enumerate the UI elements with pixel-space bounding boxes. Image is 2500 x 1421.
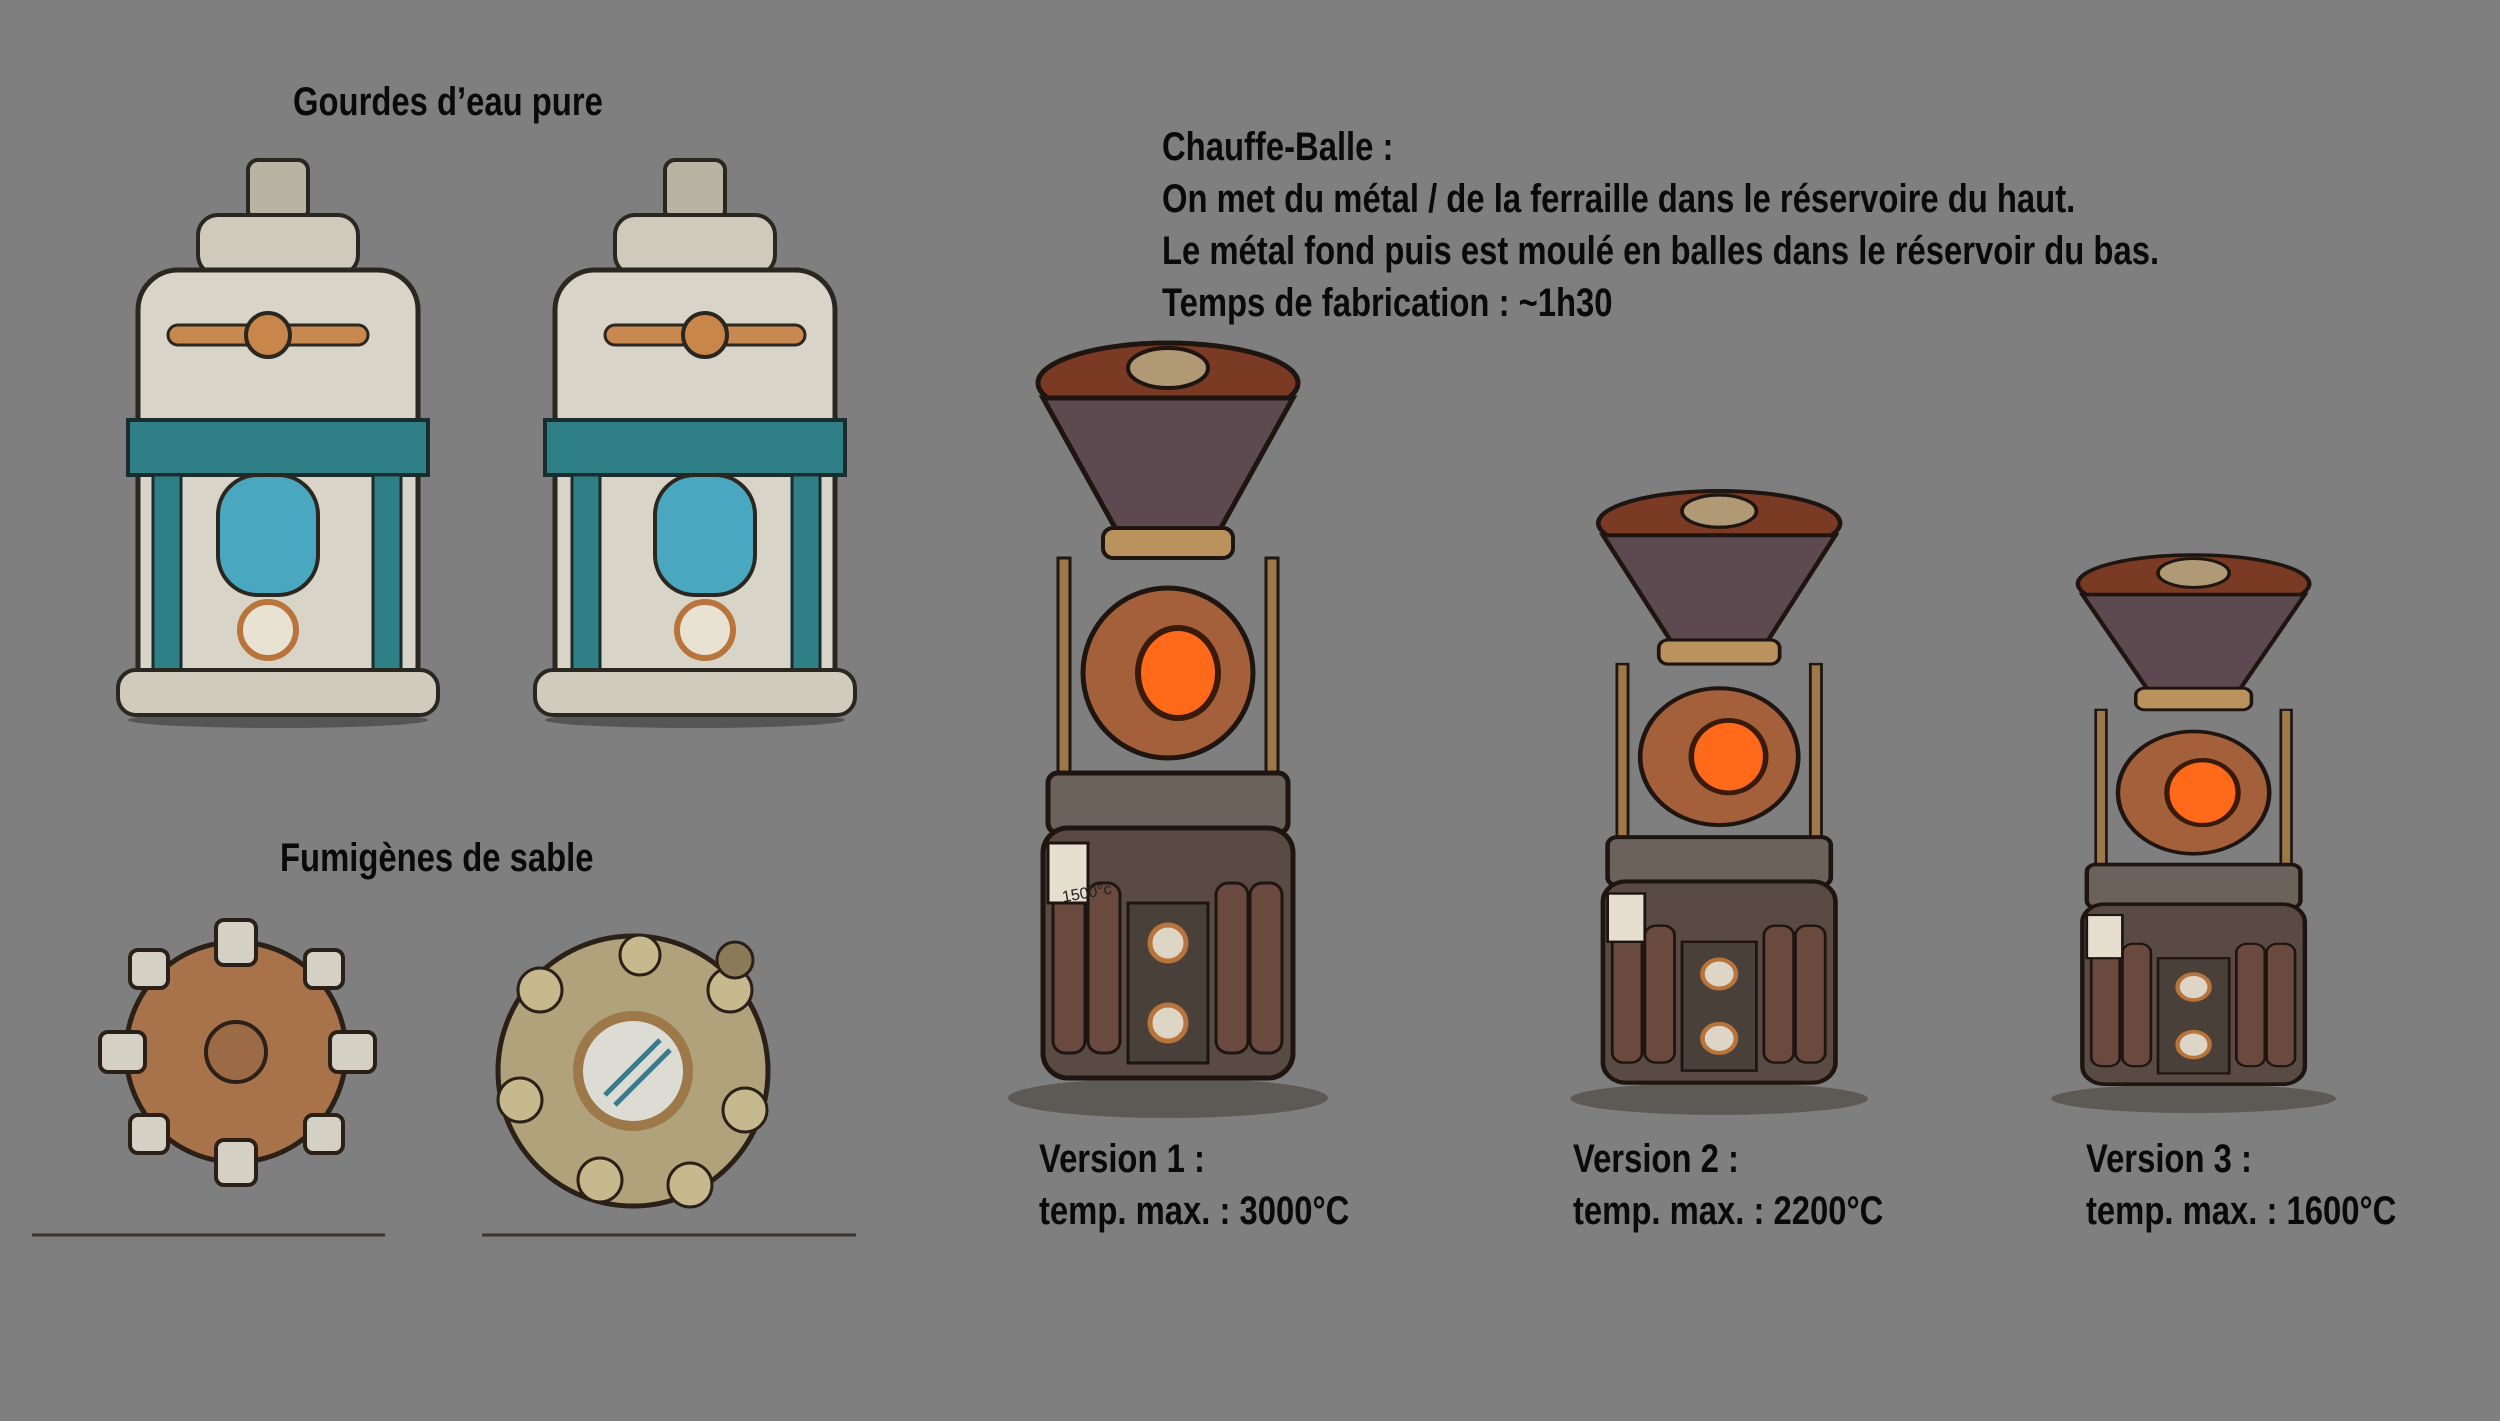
- chauffe-balle-version-2: [1570, 491, 1868, 1115]
- description-line: On met du métal / de la ferraille dans l…: [1162, 177, 2076, 221]
- chauffe-balle-description: Chauffe-Balle : On met du métal / de la …: [1162, 121, 2159, 329]
- version-temp: temp. max. : 3000°C: [1039, 1189, 1350, 1233]
- chauffe-balle-version-1: [1008, 343, 1328, 1118]
- version-temp: temp. max. : 1600°C: [2086, 1189, 2397, 1233]
- version-3-caption: Version 3 : temp. max. : 1600°C: [2086, 1133, 2396, 1237]
- chauffe-balle-version-3: [2051, 555, 2336, 1113]
- version-label: Version 1 :: [1039, 1137, 1205, 1181]
- version-label: Version 2 :: [1573, 1137, 1739, 1181]
- version-temp: temp. max. : 2200°C: [1573, 1189, 1884, 1233]
- sand-smoke-grenade-1: [32, 918, 385, 1237]
- description-line: Temps de fabrication : ~1h30: [1162, 281, 1613, 325]
- water-gourd-front: [118, 160, 438, 728]
- sand-smoke-grenade-2: [482, 933, 856, 1237]
- version-2-caption: Version 2 : temp. max. : 2200°C: [1573, 1133, 1883, 1237]
- version-label: Version 3 :: [2086, 1137, 2252, 1181]
- version-1-caption: Version 1 : temp. max. : 3000°C: [1039, 1133, 1349, 1237]
- gourdes-title: Gourdes d’eau pure: [293, 80, 603, 124]
- description-line: Le métal fond puis est moulé en balles d…: [1162, 229, 2160, 273]
- chauffe-balle-title: Chauffe-Balle :: [1162, 125, 1394, 169]
- fumigenes-title: Fumigènes de sable: [280, 836, 594, 880]
- water-gourd-side: [535, 160, 855, 728]
